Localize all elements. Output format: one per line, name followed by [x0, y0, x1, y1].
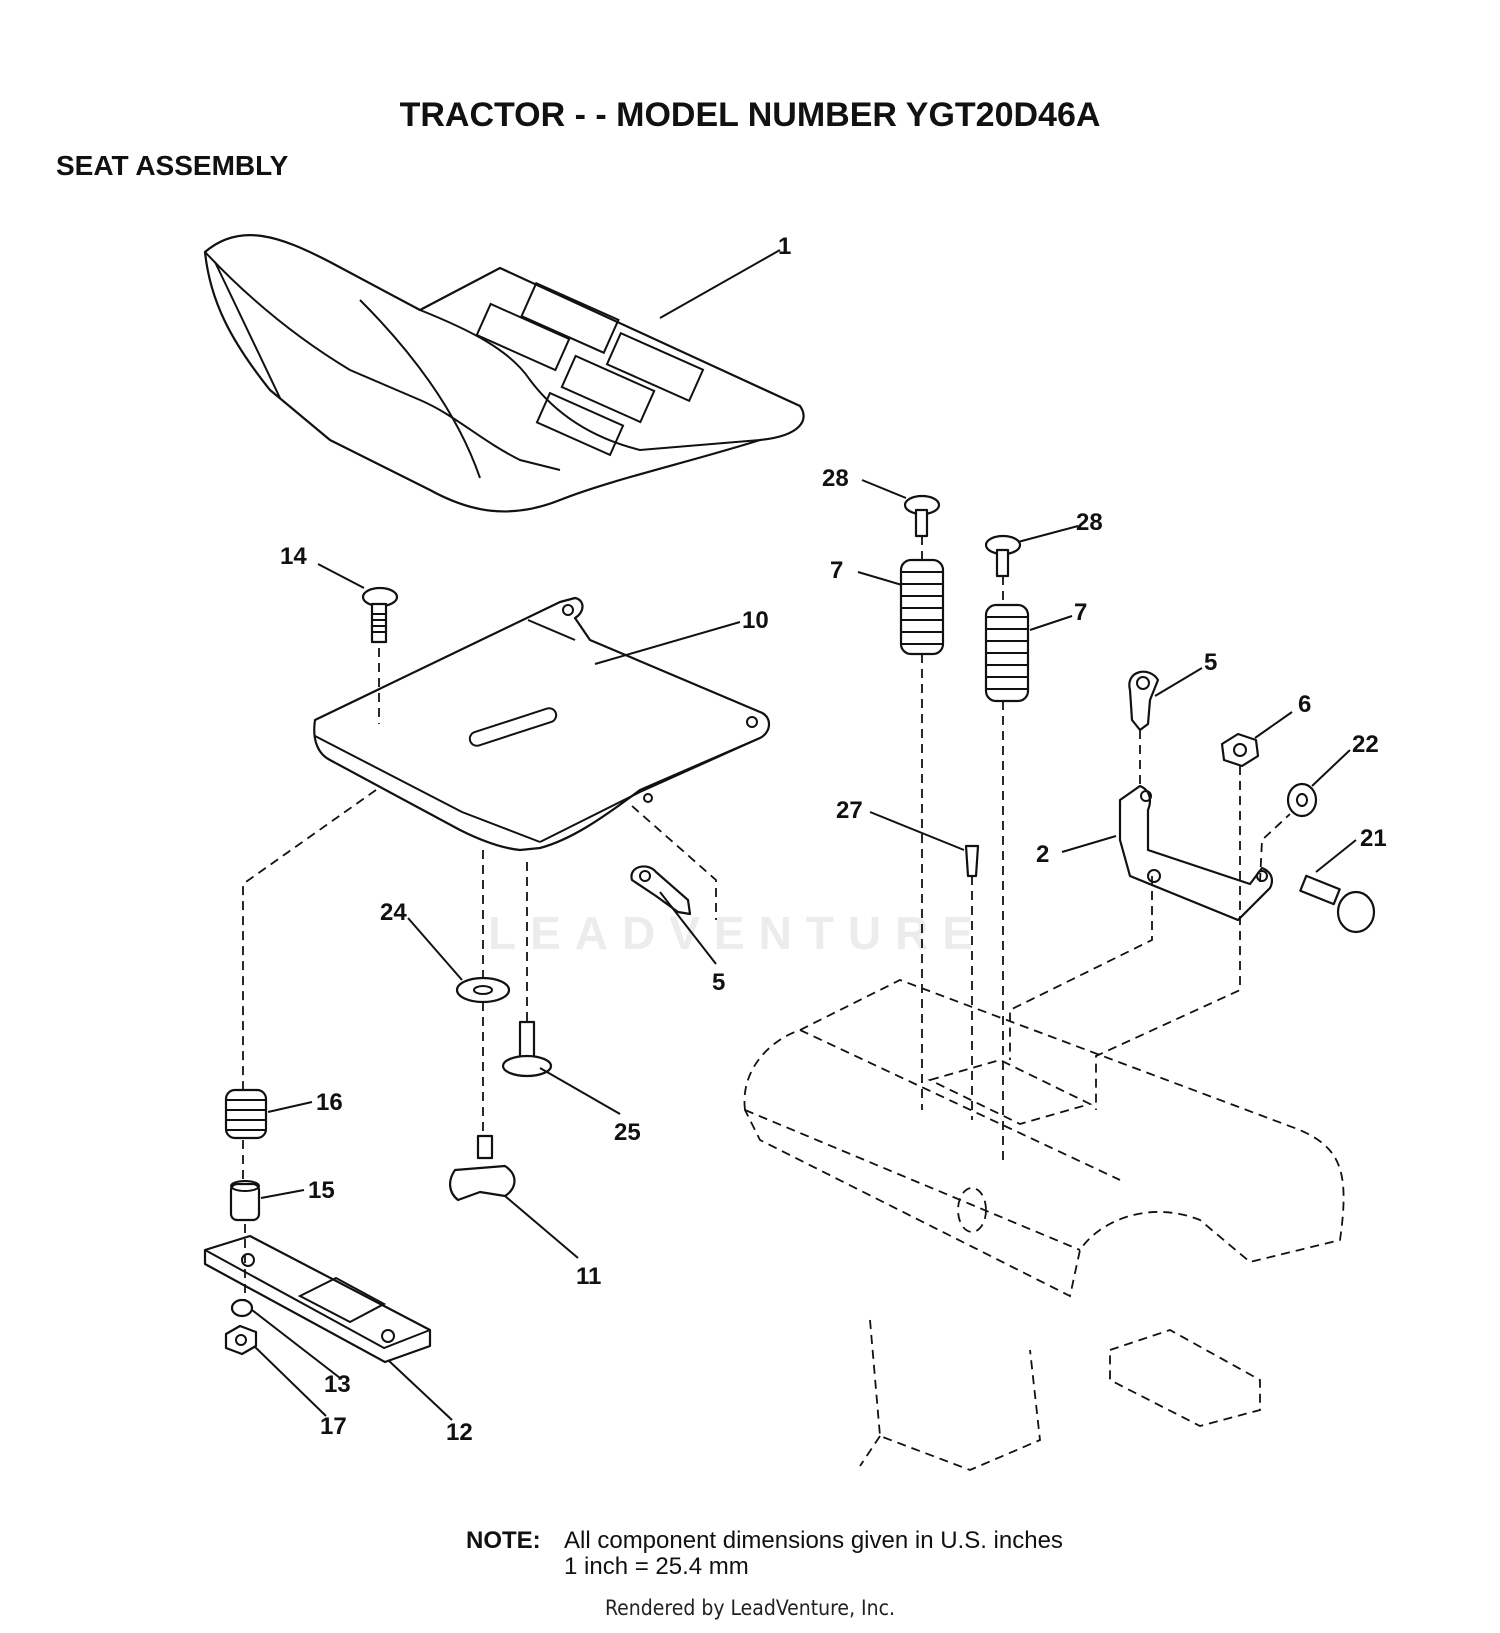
callout-7-right: 7: [1074, 599, 1087, 626]
washer-22-part: [1286, 782, 1318, 818]
clip-5-upper-part: [1128, 670, 1160, 732]
callout-5-upper: 5: [1204, 649, 1217, 676]
footer-credit: Rendered by LeadVenture, Inc.: [605, 1596, 895, 1620]
watermark: LEADVENTURE: [488, 907, 988, 959]
callout-10: 10: [742, 607, 769, 634]
callout-6: 6: [1298, 691, 1311, 718]
note-line-1: All component dimensions given in U.S. i…: [564, 1527, 1063, 1554]
note-line-2: 1 inch = 25.4 mm: [564, 1553, 749, 1580]
callouts: 1 28 28 7 7 14 10 5 6 22 27 2 21 24 5 16…: [280, 233, 1387, 1446]
spring-7-left-part: [899, 558, 945, 656]
washer-24-part: [455, 976, 511, 1004]
callout-13: 13: [324, 1371, 351, 1398]
bolt-25-part: [501, 1020, 553, 1078]
callout-21: 21: [1360, 825, 1387, 852]
callout-28-right: 28: [1076, 509, 1103, 536]
bolt-21-part: [1299, 874, 1376, 934]
seat-part: [203, 233, 805, 513]
knob-11-part: [449, 1134, 516, 1202]
callout-28-left: 28: [822, 465, 849, 492]
nut-6-part: [1220, 732, 1260, 768]
callout-11: 11: [576, 1263, 601, 1290]
page-title: TRACTOR - - MODEL NUMBER YGT20D46A: [399, 96, 1101, 134]
bolt-28-left-part: [903, 494, 941, 538]
pin-27-part: [964, 844, 980, 878]
callout-27: 27: [836, 797, 863, 824]
bolt-14-part: [361, 586, 399, 644]
section-title: SEAT ASSEMBLY: [56, 150, 289, 181]
callout-1: 1: [778, 233, 791, 260]
assembly-lines: [242, 536, 1291, 1300]
tractor-chassis-phantom: [743, 979, 1345, 1471]
nut-13-part: [230, 1298, 254, 1318]
callout-7-left: 7: [830, 557, 843, 584]
spacer-15-part: [229, 1180, 261, 1222]
bolt-28-right-part: [984, 534, 1022, 578]
callout-5-lower: 5: [712, 969, 725, 996]
callout-16: 16: [316, 1089, 343, 1116]
clip-5-lower-part: [630, 865, 692, 916]
leader-lines: [251, 249, 1357, 1421]
dimension-note: NOTE: All component dimensions given in U…: [466, 1528, 1063, 1580]
nut-17-part: [224, 1324, 258, 1356]
plate-12-part: [203, 1234, 432, 1364]
callout-25: 25: [614, 1119, 641, 1146]
note-label: NOTE:: [466, 1527, 541, 1554]
callout-24: 24: [380, 899, 407, 926]
callout-12: 12: [446, 1419, 473, 1446]
callout-17: 17: [320, 1413, 347, 1440]
callout-22: 22: [1352, 731, 1379, 758]
seat-pan-part: [313, 596, 771, 852]
callout-15: 15: [308, 1177, 335, 1204]
callout-2: 2: [1036, 841, 1049, 868]
spring-7-right-part: [984, 603, 1030, 703]
spring-16-part: [224, 1088, 268, 1140]
bracket-2-part: [1118, 784, 1273, 922]
callout-14: 14: [280, 543, 307, 570]
